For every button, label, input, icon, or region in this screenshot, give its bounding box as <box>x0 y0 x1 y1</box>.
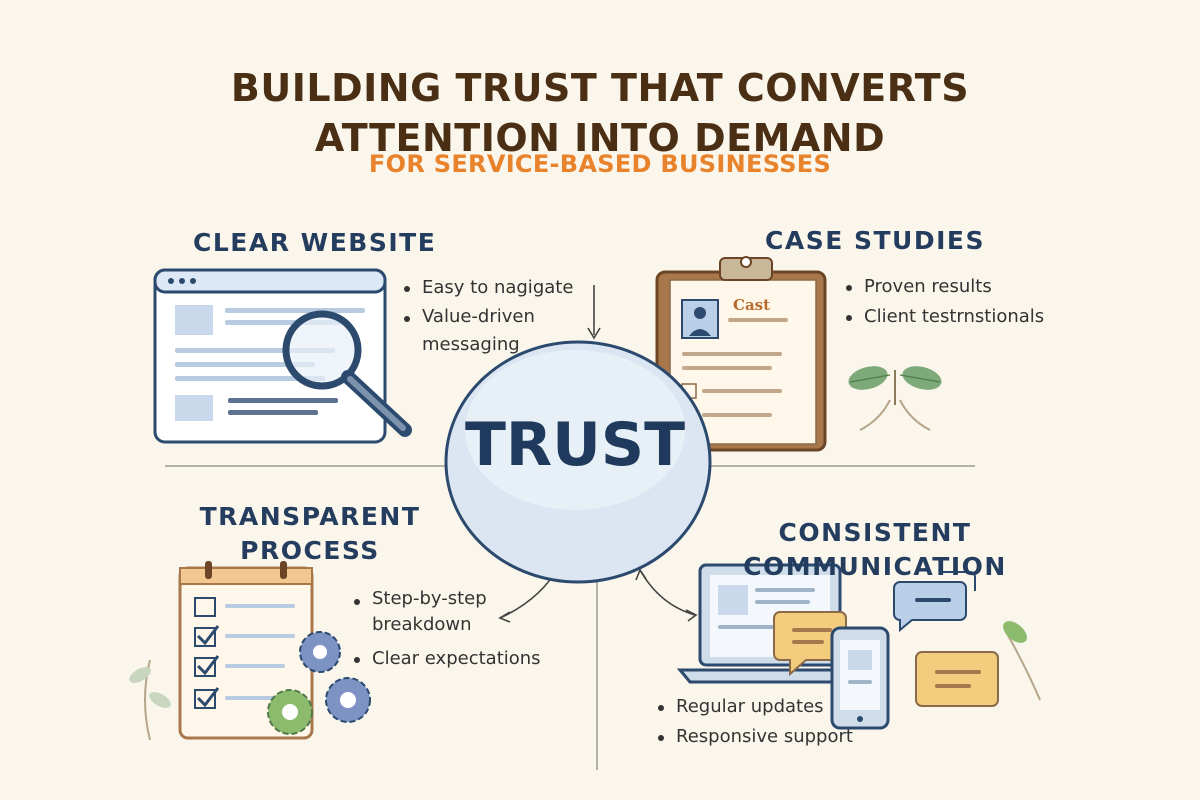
transparent-process-heading-line2: PROCESS <box>240 536 380 565</box>
magnifier-icon <box>282 310 412 437</box>
title-line-2: ATTENTION INTO DEMAND <box>314 116 886 160</box>
leaf-icon-right <box>1003 621 1041 701</box>
plant-icon <box>848 366 942 431</box>
transparent-process-heading-line1: TRANSPARENT <box>199 502 421 531</box>
bullet-item: Client testrnstionals <box>842 302 1072 332</box>
chat-bubble-icon <box>773 611 847 677</box>
case-card-label: Cast <box>733 296 771 314</box>
transparent-process-heading: TRANSPARENT PROCESS <box>175 500 445 568</box>
chat-bubble-icon-2 <box>893 571 976 633</box>
bullet-item: Value-driven messaging <box>400 303 572 359</box>
bullet-item: Easy to nagigate <box>400 273 600 303</box>
case-studies-bullets: Proven results Client testrnstionals <box>842 272 1072 332</box>
clear-website-bullets: Easy to nagigate Value-driven messaging <box>400 273 600 359</box>
title-line-1: BUILDING TRUST THAT CONVERTS <box>230 66 970 110</box>
chat-bubble-icon-3 <box>915 651 999 707</box>
consistent-communication-heading: CONSISTENT COMMUNICATION <box>725 516 1025 584</box>
clear-website-heading: CLEAR WEBSITE <box>193 228 437 257</box>
trust-label: TRUST <box>465 410 685 480</box>
phone-icon <box>830 626 890 730</box>
gears-icon <box>267 631 371 735</box>
subtitle: FOR SERVICE-BASED BUSINESSES <box>368 150 832 178</box>
bullet-item: Step-by-step breakdown <box>350 586 500 638</box>
divider-lines <box>165 465 975 770</box>
leaf-icon-left <box>129 659 171 741</box>
consistent-communication-heading-line2: COMMUNICATION <box>743 552 1007 581</box>
bullet-item: Regular updates <box>654 692 884 722</box>
bullet-item: Responsive support <box>654 722 884 752</box>
consistent-communication-heading-line1: CONSISTENT <box>778 518 972 547</box>
case-studies-heading: CASE STUDIES <box>765 226 985 255</box>
transparent-process-bullets: Step-by-step breakdown Clear expectation… <box>350 586 541 674</box>
consistent-communication-bullets: Regular updates Responsive support <box>654 692 884 752</box>
trust-circle <box>444 340 712 584</box>
bullet-item: Proven results <box>842 272 1072 302</box>
bullet-item: Clear expectations <box>350 644 541 674</box>
